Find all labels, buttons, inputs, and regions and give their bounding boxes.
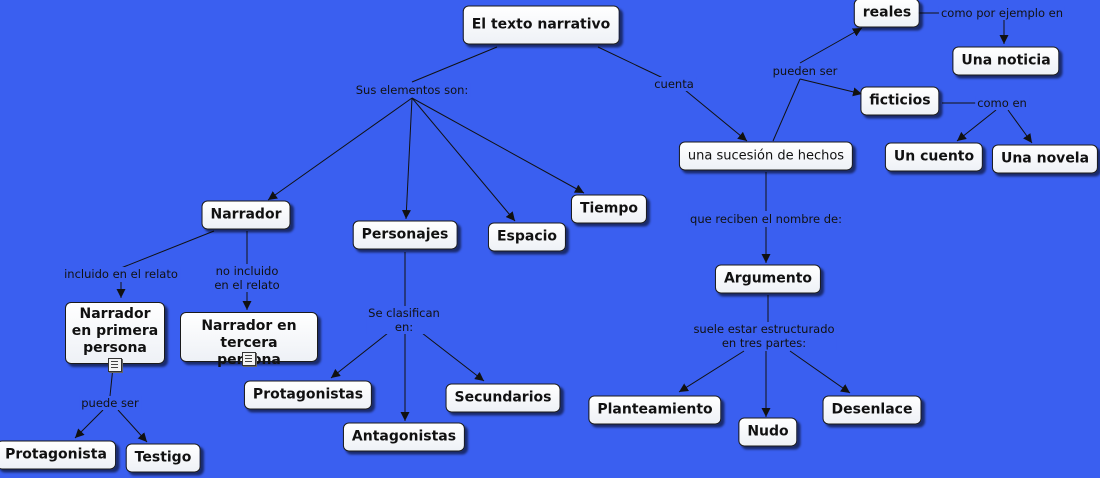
node-antagonistas[interactable]: Antagonistas — [342, 422, 466, 452]
node-un-cuento[interactable]: Un cuento — [884, 142, 984, 172]
link-sus-elementos-son: Sus elementos son: — [353, 83, 471, 97]
edge-14 — [1007, 109, 1033, 144]
link-puede-ser: puede ser — [79, 396, 141, 410]
node-planteamiento[interactable]: Planteamiento — [588, 395, 722, 425]
node-el-texto-narrativo[interactable]: El texto narrativo — [462, 5, 620, 45]
node-una-novela[interactable]: Una novela — [991, 144, 1099, 174]
node-argumento[interactable]: Argumento — [714, 264, 822, 294]
node-personajes[interactable]: Personajes — [352, 220, 458, 250]
edge-5 — [597, 46, 664, 79]
link-pueden-ser: pueden ser — [770, 64, 840, 78]
edge-2 — [401, 97, 413, 220]
document-icon[interactable] — [242, 352, 256, 366]
link-como-en: como en — [975, 96, 1029, 110]
edge-28 — [421, 332, 485, 382]
edge-18 — [678, 350, 745, 393]
node-narrador-primera-persona[interactable]: Narrador en primera persona — [65, 302, 165, 364]
link-cuenta: cuenta — [652, 77, 696, 91]
edge-8 — [799, 27, 863, 64]
edge-7 — [772, 78, 801, 142]
edge-3 — [411, 97, 516, 222]
node-ficticios[interactable]: ficticios — [860, 86, 940, 116]
node-testigo[interactable]: Testigo — [125, 443, 201, 473]
node-sucesion-de-hechos[interactable]: una sucesión de hechos — [678, 141, 854, 171]
link-suele-estar-estructurado: suele estar estructurado en tres partes: — [691, 322, 837, 350]
link-como-por-ejemplo-en: como por ejemplo en — [938, 6, 1066, 20]
node-protagonistas[interactable]: Protagonistas — [243, 380, 373, 410]
node-tiempo[interactable]: Tiempo — [570, 194, 648, 224]
edge-11 — [799, 78, 863, 97]
link-incluido-en-el-relato: incluido en el relato — [62, 267, 180, 281]
node-protagonista[interactable]: Protagonista — [0, 440, 116, 470]
link-se-clasifican-en: Se clasifican en: — [366, 306, 442, 334]
edge-1 — [267, 97, 413, 201]
node-narrador[interactable]: Narrador — [201, 200, 291, 230]
edge-20 — [789, 350, 851, 394]
link-reciben-el-nombre: que reciben el nombre de: — [688, 212, 844, 226]
document-icon[interactable] — [108, 358, 122, 372]
edge-6 — [684, 89, 748, 142]
edge-13 — [956, 109, 997, 142]
node-narrador-tercera-persona[interactable]: Narrador en tercera persona — [180, 312, 318, 368]
node-desenlace[interactable]: Desenlace — [822, 395, 922, 425]
node-nudo[interactable]: Nudo — [738, 417, 798, 447]
edge-4 — [411, 97, 585, 194]
node-una-noticia[interactable]: Una noticia — [952, 46, 1060, 76]
node-espacio[interactable]: Espacio — [487, 222, 567, 252]
edge-0 — [411, 46, 498, 83]
edge-26 — [330, 332, 389, 379]
edge-31 — [117, 409, 148, 443]
node-reales[interactable]: reales — [853, 0, 921, 28]
node-secundarios[interactable]: Secundarios — [445, 383, 561, 413]
edge-30 — [74, 409, 104, 439]
link-no-incluido-en-el-relato: no incluido en el relato — [212, 264, 282, 292]
edge-21 — [120, 230, 215, 269]
